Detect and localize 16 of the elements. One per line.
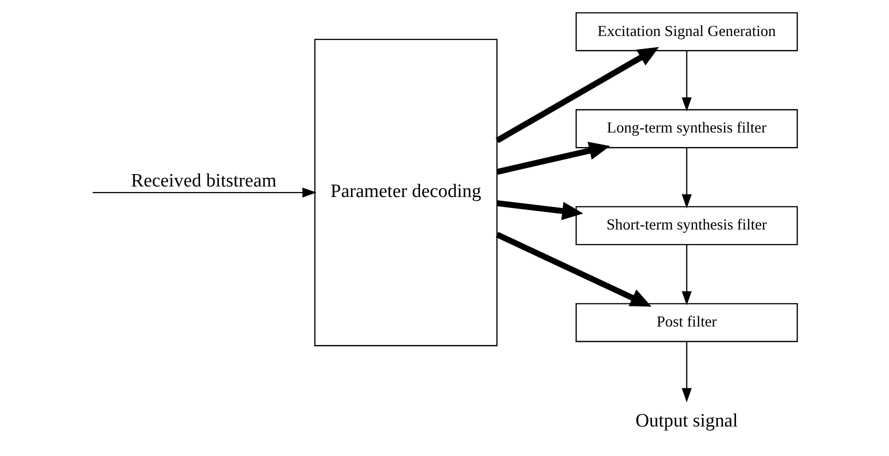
node-box: Long-term synthesis filter (576, 109, 798, 148)
node-box: Excitation Signal Generation (576, 12, 798, 52)
arrow (682, 244, 692, 306)
node-box: Short-term synthesis filter (576, 206, 798, 246)
edge-label: Received bitstream (131, 170, 276, 192)
arrow (682, 148, 692, 208)
arrow (682, 50, 692, 112)
node-text: Output signal (636, 410, 738, 432)
arrow (496, 47, 659, 144)
arrow (682, 342, 692, 402)
arrow (496, 142, 610, 175)
arrow (496, 232, 652, 307)
node-box: Post filter (576, 303, 798, 342)
node-box: Parameter decoding (314, 38, 498, 346)
arrow (496, 200, 584, 220)
arrow (92, 188, 317, 198)
